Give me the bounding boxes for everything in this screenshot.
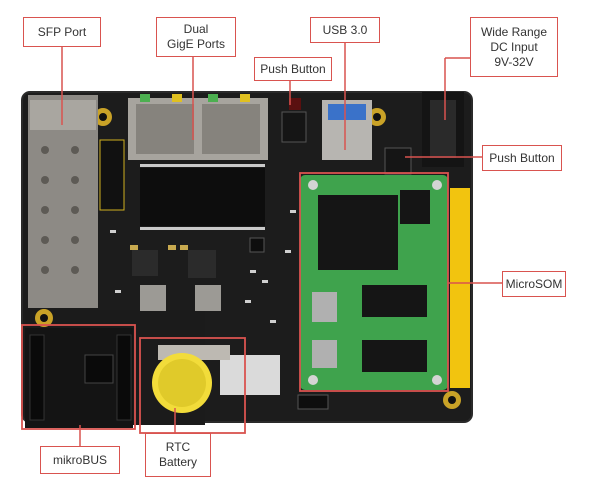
microsom-highlight	[299, 172, 449, 392]
callout-dc-line2: DC Input	[490, 39, 538, 54]
microsom-module	[300, 175, 448, 390]
callout-dual-gige-line1: Dual	[183, 22, 209, 36]
callout-dual-gige-line2: GigE Ports	[166, 37, 226, 51]
rtc-battery	[152, 345, 230, 413]
callout-push-button-right-text: Push Button	[489, 150, 555, 165]
callout-lines	[61, 42, 502, 446]
callout-microsom-text: MicroSOM	[505, 276, 563, 291]
sfp-cage	[28, 95, 98, 308]
callout-rtc-line2: Battery	[158, 455, 197, 469]
callout-microsom: MicroSOM	[502, 271, 566, 297]
callout-rtc-battery: RTC Battery	[145, 433, 211, 477]
dual-rj45	[128, 94, 268, 160]
callout-dc-line1: Wide Range	[480, 24, 548, 39]
callout-sfp-port-text: SFP Port	[37, 24, 87, 39]
callout-usb3-text: USB 3.0	[322, 22, 368, 37]
mikrobus-module	[25, 328, 133, 428]
callout-mikrobus: mikroBUS	[40, 446, 120, 474]
callout-mikrobus-text: mikroBUS	[52, 452, 107, 467]
callout-push-button-top-text: Push Button	[260, 61, 326, 76]
expansion-header	[450, 188, 470, 388]
callout-push-button-right: Push Button	[482, 145, 562, 171]
callout-wide-range-dc: Wide Range DC Input 9V-32V	[470, 17, 558, 77]
callout-sfp-port: SFP Port	[23, 17, 101, 47]
callout-usb3: USB 3.0	[310, 17, 380, 43]
callout-dual-gige-ports: Dual GigE Ports	[156, 17, 236, 57]
callout-push-button-top: Push Button	[254, 57, 332, 81]
callout-rtc-line1: RTC	[165, 440, 191, 454]
mikrobus-highlight	[21, 324, 136, 430]
callout-dc-line3: 9V-32V	[494, 54, 534, 69]
